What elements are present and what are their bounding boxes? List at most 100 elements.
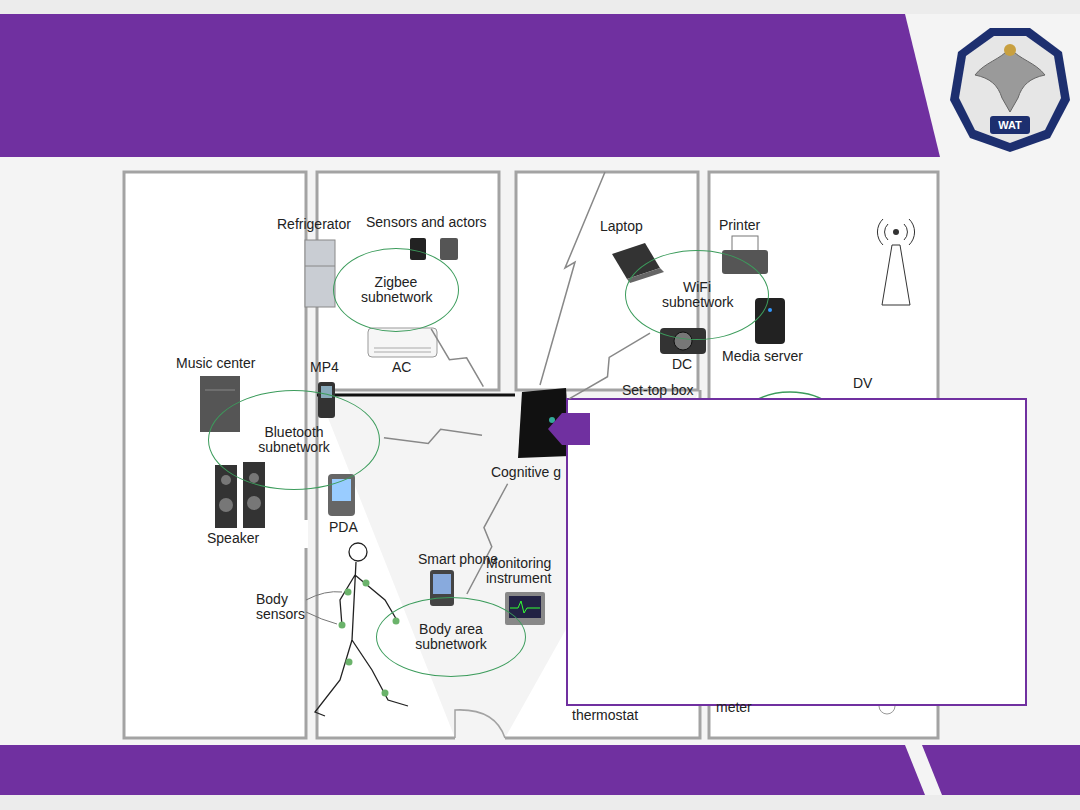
- antenna-tower-part: [877, 219, 914, 245]
- node-label: Body area subnetwork: [401, 622, 501, 653]
- device-label: thermostat: [572, 708, 638, 723]
- floor-plan-part: [455, 710, 505, 738]
- device-icons-part: [247, 496, 261, 510]
- device-icons-part: [221, 475, 231, 485]
- device-label: DV: [853, 376, 872, 391]
- device-label: Media server: [722, 349, 803, 364]
- device-icons-part: [200, 376, 240, 432]
- overlay-callout-part: [567, 399, 1026, 705]
- header-band: [0, 0, 1080, 157]
- footer-band-part: [0, 745, 925, 795]
- device-icons-part: [328, 474, 355, 516]
- device-icons-part: [318, 382, 335, 418]
- person-figure-part: [306, 592, 342, 624]
- device-label: Music center: [176, 356, 255, 371]
- device-icons-part: [219, 498, 233, 512]
- device-label: Laptop: [600, 219, 643, 234]
- device-icons-part: [321, 386, 332, 398]
- gateway-device: Cognitive g: [486, 388, 566, 480]
- wat-logo: [950, 28, 1070, 152]
- floor-plan-part: [304, 520, 308, 548]
- body-sensor-dots-part: [346, 659, 353, 666]
- device-icons-part: [215, 465, 237, 528]
- wat-logo-part: [950, 28, 1070, 152]
- gateway-uplink: [540, 172, 605, 385]
- footer-band-part: [0, 795, 1080, 810]
- device-icons-part: [440, 238, 458, 260]
- antenna-tower-part: [882, 245, 910, 305]
- device-icons-part: [249, 473, 259, 483]
- device-icons-part: [243, 462, 265, 528]
- device-icons-part: [305, 266, 335, 267]
- overlay-callout-part: [548, 413, 590, 445]
- device-icons-part: [332, 479, 351, 501]
- wat-logo-part: [990, 116, 1030, 134]
- device-icons-part: [433, 574, 451, 594]
- floor-plan-part: [317, 394, 515, 397]
- device-icons-part: [368, 328, 437, 357]
- device-icons-part: [755, 298, 785, 344]
- device-label: Set-top box: [622, 383, 694, 398]
- body-sensor-dots-part: [363, 580, 370, 587]
- device-label: Refrigerator: [277, 217, 351, 232]
- floor-plan-part: [317, 172, 499, 390]
- subnetwork-ellipse: Bluetooth subnetwork: [208, 390, 380, 490]
- device-icons-part: [509, 596, 541, 618]
- antenna-tower-part: [893, 229, 899, 235]
- overlay-callout: [548, 399, 1026, 705]
- logo-text: WAT: [991, 119, 1029, 131]
- person-figure-part: [349, 543, 367, 561]
- device-icons-part: [505, 592, 545, 625]
- node-label: Zigbee subnetwork: [361, 275, 431, 306]
- wat-logo-part: [975, 48, 1045, 112]
- device-label: AC: [392, 360, 411, 375]
- device-label: MP4: [310, 360, 339, 375]
- device-label: PDA: [329, 520, 358, 535]
- subnetwork-ellipse: Body area subnetwork: [376, 597, 526, 677]
- wireless-link: [384, 429, 482, 443]
- device-icons-part: [674, 332, 692, 350]
- floor-plan-part: [516, 172, 698, 390]
- subnetwork-ellipse: WiFi subnetwork: [625, 250, 769, 340]
- body-sensor-dots-part: [339, 622, 346, 629]
- device-icons-part: [374, 348, 431, 349]
- wat-logo-part: [1004, 44, 1016, 56]
- device-icons-part: [722, 250, 768, 274]
- body-sensor-dots: [339, 580, 400, 697]
- node-label: Cognitive g: [491, 465, 561, 480]
- person-figure-part: [315, 562, 408, 716]
- person-figure: [306, 543, 408, 716]
- device-icons-part: [732, 236, 758, 252]
- device-label: Sensors and actors: [366, 215, 487, 230]
- footer-band: [0, 745, 1080, 810]
- body-sensor-dots-part: [345, 589, 352, 596]
- device-label: Monitoring instrument: [486, 556, 566, 587]
- device-label: meter: [716, 700, 752, 715]
- device-icons-part: [205, 390, 235, 391]
- node-label: WiFi subnetwork: [662, 280, 732, 311]
- antenna-tower: [877, 219, 914, 305]
- device-icons-part: [374, 352, 431, 353]
- device-icons-part: [627, 268, 664, 283]
- device-icons-part: [430, 570, 454, 606]
- device-label: Body sensors: [256, 592, 314, 623]
- node-label: Bluetooth subnetwork: [249, 425, 339, 456]
- wat-logo-part: [959, 36, 1061, 143]
- device-icons-part: [510, 601, 540, 613]
- device-icons-part: [410, 238, 426, 260]
- device-label: DC: [672, 357, 692, 372]
- header-band-part: [0, 0, 1080, 14]
- device-label: Printer: [719, 218, 760, 233]
- footer-band-part: [922, 745, 1080, 795]
- subnetwork-ellipse: Zigbee subnetwork: [333, 248, 459, 332]
- device-label: Speaker: [207, 531, 259, 546]
- device-icons-part: [660, 328, 706, 354]
- header-band-part: [0, 14, 940, 157]
- gateway-uplink-part: [540, 172, 605, 385]
- body-sensor-dots-part: [382, 690, 389, 697]
- body-sensor-dots-part: [393, 618, 400, 625]
